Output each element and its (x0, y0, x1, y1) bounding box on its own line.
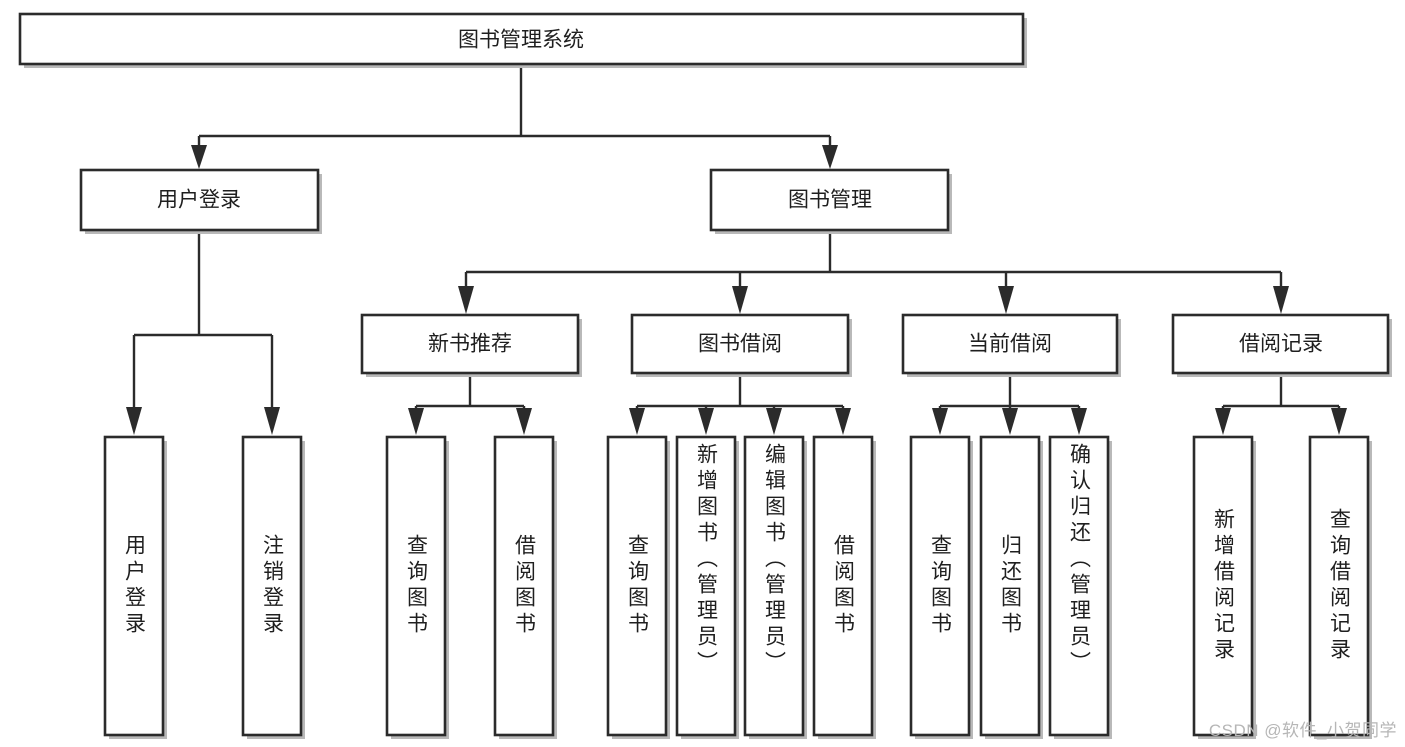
arrowhead-new-book-recommend (458, 286, 474, 314)
node-user-login[interactable]: 用户登录 (79, 168, 322, 234)
node-leaf-user-logout-box[interactable] (241, 435, 303, 737)
node-leaf-user-login[interactable]: 用户登录 (103, 435, 167, 739)
node-leaf-query-book-2-textwrap: 查询图书 (625, 534, 649, 638)
arrowhead-leaf-query-book-2 (629, 408, 645, 435)
node-leaf-edit-book-label: 编辑图书（管理员） (762, 443, 786, 677)
node-user-login-label: 用户登录 (157, 189, 241, 212)
arrowhead-leaf-add-record (1215, 408, 1231, 435)
arrowhead-leaf-borrow-book-1 (516, 408, 532, 435)
node-leaf-confirm-return-box[interactable] (1048, 435, 1110, 737)
node-leaf-query-book-3[interactable]: 查询图书 (909, 435, 973, 739)
node-leaf-add-record[interactable]: 新增借阅记录 (1192, 435, 1256, 739)
node-root-box[interactable] (18, 12, 1025, 66)
node-leaf-query-book-1-box[interactable] (385, 435, 447, 737)
node-leaf-add-record-textwrap: 新增借阅记录 (1211, 508, 1235, 664)
node-leaf-borrow-book-2-label: 借阅图书 (831, 534, 855, 638)
node-new-book-recommend[interactable]: 新书推荐 (360, 313, 582, 377)
node-new-book-recommend-box[interactable] (360, 313, 580, 375)
node-leaf-borrow-book-1-label: 借阅图书 (512, 534, 536, 638)
arrowhead-leaf-query-book-3 (932, 408, 948, 435)
node-leaf-add-book-textwrap: 新增图书（管理员） (694, 443, 718, 677)
arrowhead-leaf-borrow-book-2 (835, 408, 851, 435)
node-leaf-query-book-3-box[interactable] (909, 435, 971, 737)
arrowhead-leaf-query-book-1 (408, 408, 424, 435)
node-leaf-query-record-textwrap: 查询借阅记录 (1327, 508, 1351, 664)
node-leaf-confirm-return-textwrap: 确认归还（管理员） (1067, 443, 1091, 677)
node-current-borrow-label: 当前借阅 (968, 333, 1052, 356)
arrowhead-leaf-add-book (698, 408, 714, 435)
node-book-management-label: 图书管理 (788, 189, 872, 212)
node-book-borrow[interactable]: 图书借阅 (630, 313, 852, 377)
node-leaf-borrow-book-2[interactable]: 借阅图书 (812, 435, 876, 739)
node-current-borrow[interactable]: 当前借阅 (901, 313, 1121, 377)
node-borrow-record[interactable]: 借阅记录 (1171, 313, 1392, 377)
node-leaf-borrow-book-1-textwrap: 借阅图书 (512, 534, 536, 638)
node-book-management-box[interactable] (709, 168, 950, 232)
node-user-login-box[interactable] (79, 168, 320, 232)
node-leaf-query-record[interactable]: 查询借阅记录 (1308, 435, 1372, 739)
node-leaf-query-book-3-label: 查询图书 (928, 534, 952, 638)
arrowhead-book-management (822, 145, 838, 169)
node-leaf-query-book-2-label: 查询图书 (625, 534, 649, 638)
arrowhead-user-login (191, 145, 207, 169)
arrowhead-leaf-return-book (1002, 408, 1018, 435)
node-leaf-confirm-return[interactable]: 确认归还（管理员） (1048, 435, 1112, 739)
node-leaf-confirm-return-label: 确认归还（管理员） (1067, 443, 1091, 677)
node-leaf-borrow-book-2-textwrap: 借阅图书 (831, 534, 855, 638)
arrowhead-book-borrow (732, 286, 748, 314)
node-leaf-query-book-1-textwrap: 查询图书 (404, 534, 428, 638)
node-leaf-borrow-book-1-box[interactable] (493, 435, 555, 737)
node-leaf-user-login-box[interactable] (103, 435, 165, 737)
node-current-borrow-box[interactable] (901, 313, 1119, 375)
node-leaf-edit-book-textwrap: 编辑图书（管理员） (762, 443, 786, 677)
arrowhead-current-borrow (998, 286, 1014, 314)
csdn-watermark: CSDN @软件_小贺同学 (1208, 721, 1397, 740)
arrowhead-leaf-user-logout (264, 407, 280, 435)
node-book-management[interactable]: 图书管理 (709, 168, 952, 234)
node-new-book-recommend-label: 新书推荐 (428, 333, 512, 356)
node-leaf-user-login-textwrap: 用户登录 (122, 534, 146, 638)
arrowhead-leaf-edit-book (766, 408, 782, 435)
node-leaf-add-record-box[interactable] (1192, 435, 1254, 737)
node-borrow-record-label: 借阅记录 (1239, 333, 1323, 356)
node-root-label: 图书管理系统 (458, 29, 584, 52)
node-leaf-user-logout-textwrap: 注销登录 (260, 534, 284, 638)
node-leaf-borrow-book-2-box[interactable] (812, 435, 874, 737)
node-leaf-query-book-1[interactable]: 查询图书 (385, 435, 449, 739)
node-book-borrow-box[interactable] (630, 313, 850, 375)
node-leaf-borrow-book-1[interactable]: 借阅图书 (493, 435, 557, 739)
leaf-nodes-layer: 用户登录 注销登录 查询图书 (103, 435, 1372, 739)
node-leaf-query-book-2-box[interactable] (606, 435, 668, 737)
node-leaf-return-book-label: 归还图书 (998, 534, 1022, 638)
node-leaf-return-book-textwrap: 归还图书 (998, 534, 1022, 638)
node-leaf-user-logout-label: 注销登录 (260, 534, 284, 638)
node-leaf-query-record-box[interactable] (1308, 435, 1370, 737)
node-leaf-query-book-1-label: 查询图书 (404, 534, 428, 638)
arrowhead-leaf-query-record (1331, 408, 1347, 435)
node-leaf-add-book-label: 新增图书（管理员） (694, 443, 718, 677)
node-leaf-edit-book[interactable]: 编辑图书（管理员） (743, 435, 807, 739)
node-leaf-return-book-box[interactable] (979, 435, 1041, 737)
node-leaf-query-record-label: 查询借阅记录 (1327, 508, 1351, 664)
node-leaf-return-book[interactable]: 归还图书 (979, 435, 1043, 739)
connector-layer (126, 66, 1347, 435)
arrowhead-leaf-user-login (126, 407, 142, 435)
node-leaf-user-login-label: 用户登录 (122, 534, 146, 638)
node-leaf-add-book[interactable]: 新增图书（管理员） (675, 435, 739, 739)
arrowhead-leaf-confirm-return (1071, 408, 1087, 435)
node-leaf-query-book-3-textwrap: 查询图书 (928, 534, 952, 638)
node-leaf-add-book-box[interactable] (675, 435, 737, 737)
node-borrow-record-box[interactable] (1171, 313, 1390, 375)
node-leaf-edit-book-box[interactable] (743, 435, 805, 737)
node-leaf-query-book-2[interactable]: 查询图书 (606, 435, 670, 739)
node-book-borrow-label: 图书借阅 (698, 333, 782, 356)
node-leaf-add-record-label: 新增借阅记录 (1211, 508, 1235, 664)
node-leaf-user-logout[interactable]: 注销登录 (241, 435, 305, 739)
node-root[interactable]: 图书管理系统 (18, 12, 1027, 68)
arrowhead-borrow-record (1273, 286, 1289, 314)
